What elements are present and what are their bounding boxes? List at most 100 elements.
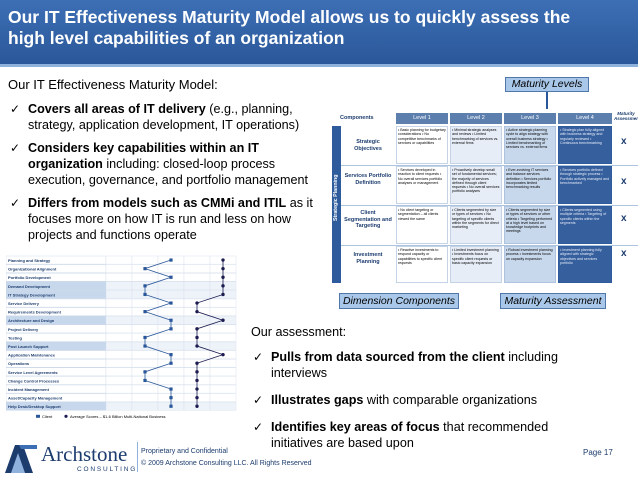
matrix-cell: • Robust investment planning process • I…: [504, 246, 556, 283]
score-cell: [157, 376, 185, 385]
bullet-text: as it focuses more on how IT is run and …: [28, 196, 313, 242]
average-point: [195, 335, 199, 340]
score-cell: [209, 307, 237, 316]
row-label: Strategic Objectives: [354, 139, 382, 152]
score-cell: [131, 298, 159, 308]
client-point: [143, 292, 147, 297]
average-point: [221, 258, 225, 262]
client-line: [143, 259, 173, 407]
bullet-item: ✓ Covers all areas of IT delivery (e.g.,…: [10, 101, 335, 133]
assessment-mark: x: [621, 248, 627, 259]
average-point: [195, 361, 199, 365]
average-point: [221, 352, 225, 357]
maturity-assessment-callout: Maturity Assessment: [500, 293, 606, 309]
logo-wordmark: Archstone: [41, 442, 128, 466]
bullet-item: ✓ Differs from models such as CMMi and I…: [10, 195, 335, 243]
bullet-item: ✓ Considers key capabilities within an I…: [10, 140, 335, 188]
category-label: Application Maintenance: [8, 353, 56, 358]
score-cell: [209, 367, 237, 377]
level-header: Level 1: [396, 113, 448, 124]
average-point: [195, 404, 199, 408]
score-cell: [105, 401, 133, 411]
average-point: [221, 266, 225, 271]
category-label: Requirements Development: [8, 310, 62, 315]
score-cell: [157, 290, 185, 299]
level-header: Level 2: [450, 113, 502, 124]
matrix-cell: • Clients segmented by size or types of …: [450, 206, 502, 244]
assessment-bullets: ✓ Pulls from data sourced from the clien…: [253, 349, 603, 462]
matrix-cell: • Services portfolio defined through str…: [558, 166, 612, 204]
matrix-cell: • Investment planning fully aligned with…: [558, 246, 612, 283]
client-point: [143, 335, 147, 340]
client-point: [169, 275, 173, 279]
matrix-cell: • Proactively develop small set of funda…: [450, 166, 502, 204]
score-cell: [105, 290, 133, 299]
slide-title: Our IT Effectiveness Maturity Model allo…: [8, 7, 571, 48]
average-point: [195, 370, 199, 374]
average-point: [221, 292, 225, 297]
score-cell: [105, 298, 133, 308]
score-cell: [105, 350, 133, 359]
arch-logo-icon: [5, 445, 37, 473]
row-divider: [341, 205, 638, 206]
average-point: [221, 318, 225, 322]
score-cell: [209, 298, 237, 308]
row-label: Services Portfolio Definition: [344, 173, 392, 186]
bullet-item: ✓ Illustrates gaps with comparable organ…: [253, 392, 603, 408]
checkmark-icon: ✓: [253, 420, 264, 434]
score-cell: [183, 281, 211, 291]
bullet-bold: Pulls from data sourced from the client: [271, 350, 505, 364]
score-cell: [209, 333, 237, 342]
bullet-text: that recommended initiatives are based u…: [271, 420, 549, 450]
assessment-mark: x: [621, 136, 627, 147]
bullet-item: ✓ Pulls from data sourced from the clien…: [253, 349, 603, 381]
category-label: Organizational Alignment: [8, 267, 57, 272]
title-rule: [0, 64, 638, 67]
score-cell: [209, 401, 237, 411]
score-cell: [157, 341, 185, 351]
row-divider: [341, 245, 638, 246]
client-point: [169, 353, 173, 357]
score-cell: [105, 281, 133, 291]
bullet-bold: Identifies key areas of focus: [271, 420, 440, 434]
company-logo: Archstone CONSULTING: [3, 441, 135, 477]
average-point: [195, 301, 199, 305]
score-cell: [105, 384, 133, 394]
maturity-matrix: Components Level 1 Level 2 Level 3 Level…: [332, 109, 638, 287]
score-cell: [183, 273, 211, 282]
score-cell: [157, 333, 185, 342]
matrix-cell: • Services developed in reaction to clie…: [396, 166, 448, 204]
score-cell: [105, 273, 133, 282]
level-header: Level 4: [558, 113, 612, 124]
bullet-bold: Considers key capabilities within an IT …: [28, 141, 259, 171]
intro-text: Our IT Effectiveness Maturity Model:: [8, 77, 218, 92]
checkmark-icon: ✓: [10, 102, 21, 116]
category-label: Incident Management: [8, 387, 50, 392]
row-divider: [341, 165, 638, 166]
category-label: Change Control Processes: [8, 378, 60, 383]
strategic-planning-band: Strategic Planning: [332, 126, 341, 283]
score-cell: [209, 376, 237, 385]
score-cell: [105, 393, 133, 402]
score-cell: [105, 307, 133, 316]
client-point: [169, 361, 173, 365]
score-cell: [105, 264, 133, 273]
score-cell: [157, 367, 185, 377]
bullet-text: with comparable organizations: [363, 393, 537, 407]
assessment-header: Maturity Assessment: [614, 111, 638, 121]
legend-client-label: Client: [42, 414, 53, 419]
category-label: Service Delivery: [8, 301, 40, 306]
client-point: [169, 396, 173, 400]
matrix-cell: • Active strategic planning cycle to ali…: [504, 126, 556, 164]
category-label: IT Strategy Development: [8, 292, 56, 297]
client-point: [169, 404, 173, 408]
legend-client-swatch: [36, 414, 40, 418]
score-cell: [105, 376, 133, 385]
client-point: [169, 301, 173, 305]
score-cell: [183, 316, 211, 325]
feature-bullets: ✓ Covers all areas of IT delivery (e.g.,…: [10, 101, 335, 250]
row-label: Client Segmentation and Targeting: [344, 210, 392, 229]
score-cell: [105, 358, 133, 368]
client-point: [169, 318, 173, 322]
